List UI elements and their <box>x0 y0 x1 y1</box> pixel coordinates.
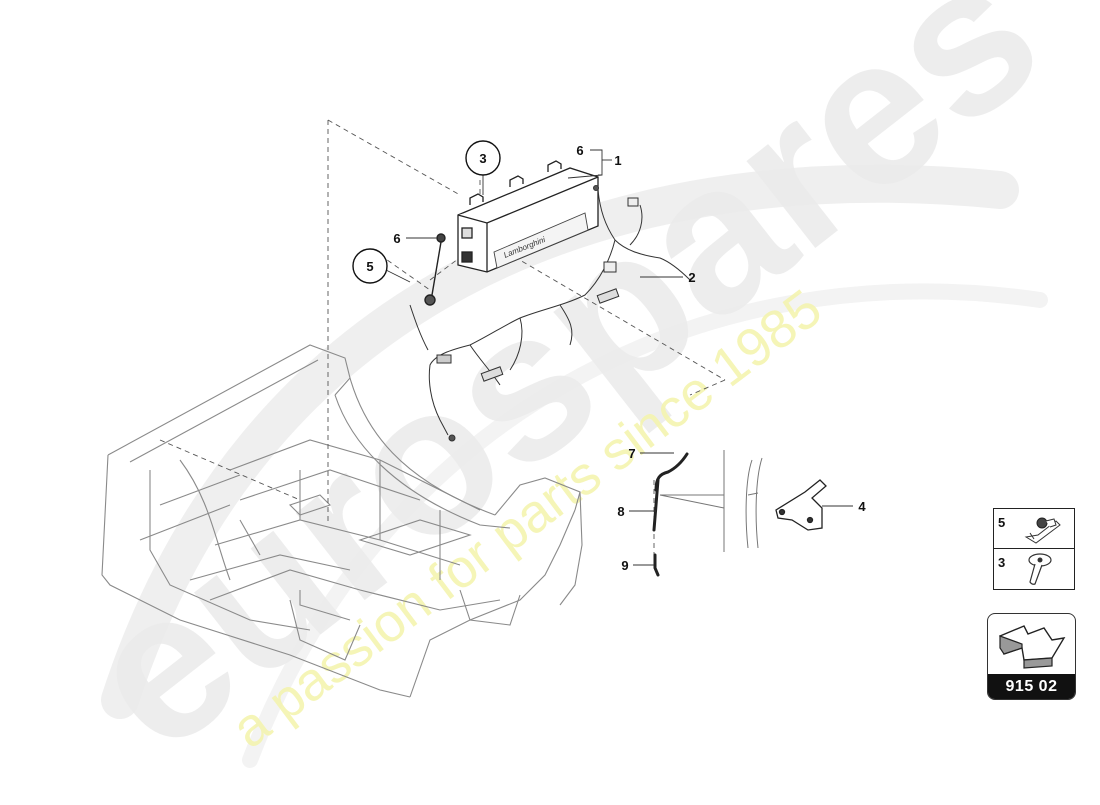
drain-hose-8[interactable] <box>652 478 660 532</box>
legend-number: 3 <box>998 555 1006 570</box>
detail-bracket <box>659 450 763 552</box>
callout-6-top[interactable]: 6 <box>576 143 583 158</box>
bracket[interactable] <box>775 479 827 531</box>
callout-5[interactable]: 5 <box>366 259 373 274</box>
drain-hose-9[interactable] <box>653 553 660 577</box>
drain-hose-7[interactable] <box>654 452 689 492</box>
torx-screw-icon <box>1028 553 1052 585</box>
callout-9[interactable]: 9 <box>621 558 628 573</box>
sheet-number: 915 02 <box>988 674 1075 699</box>
callout-circle-5 <box>352 248 388 284</box>
assembly-guide-lines <box>159 119 726 555</box>
callout-4[interactable]: 4 <box>858 499 866 514</box>
floor-structure <box>101 344 583 698</box>
callout-6-strap[interactable]: 6 <box>393 231 400 246</box>
watermark-brand: eurospares <box>43 0 1080 795</box>
watermark: eurospares a passion for parts since 198… <box>43 0 1080 795</box>
ground-strap[interactable] <box>424 233 446 306</box>
callout-1[interactable]: 1 <box>614 153 621 168</box>
callout-7[interactable]: 7 <box>628 446 635 461</box>
clip-nut-icon <box>1024 517 1061 544</box>
fastener-legend: 5 3 <box>993 508 1075 590</box>
callouts: 3 5 6 1 6 2 7 8 9 4 <box>352 140 866 573</box>
legend-row-5[interactable]: 5 <box>994 509 1074 549</box>
wiring-harness[interactable] <box>409 185 691 442</box>
callout-2[interactable]: 2 <box>688 270 695 285</box>
legend-row-3[interactable]: 3 <box>994 549 1074 589</box>
callout-circle-3 <box>465 140 501 176</box>
legend-number: 5 <box>998 515 1006 530</box>
airbag-control-unit[interactable]: Lamborghini <box>457 160 599 273</box>
direction-arrow-icon <box>999 625 1066 669</box>
sheet-badge: 915 02 <box>987 613 1076 700</box>
leader-lines <box>385 149 853 566</box>
callout-3[interactable]: 3 <box>479 151 486 166</box>
callout-8[interactable]: 8 <box>617 504 624 519</box>
